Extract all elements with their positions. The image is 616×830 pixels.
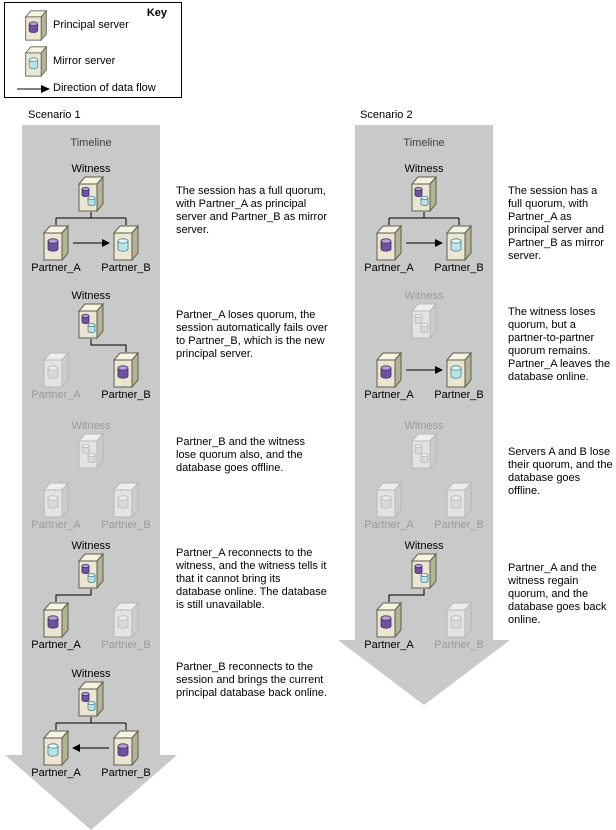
key-legend: Key Principal server Mirror server Direc… bbox=[4, 2, 182, 98]
partner-b-server-icon bbox=[111, 482, 141, 518]
key-item-label: Direction of data flow bbox=[53, 82, 156, 94]
partner-a-server-icon bbox=[41, 730, 71, 766]
witness-label: Witness bbox=[404, 540, 444, 552]
partner-b-server-icon bbox=[444, 225, 474, 261]
partner-a-label: Partner_A bbox=[364, 519, 414, 531]
witness-server-icon bbox=[76, 433, 106, 469]
partner-b-label: Partner_B bbox=[434, 639, 484, 651]
partner-b-server-icon bbox=[111, 602, 141, 638]
partner-b-server-icon bbox=[444, 482, 474, 518]
witness-server-icon bbox=[409, 176, 439, 212]
partner-a-server-icon bbox=[374, 352, 404, 388]
witness-server-icon bbox=[76, 553, 106, 589]
witness-label: Witness bbox=[404, 420, 444, 432]
stage-description: The session has a full quorum, with Part… bbox=[176, 185, 327, 236]
connector-lines bbox=[90, 339, 127, 352]
stage-description: The witness loses quorum, but a partner-… bbox=[508, 306, 611, 383]
key-item-label: Mirror server bbox=[53, 55, 116, 67]
connector-lines bbox=[406, 366, 443, 374]
scenario1-stage-1: Witness Partner_A Partner_B bbox=[21, 163, 161, 275]
partner-a-label: Partner_A bbox=[364, 262, 414, 274]
witness-server-icon bbox=[409, 433, 439, 469]
stage-description: Partner_A loses quorum, the session auto… bbox=[176, 309, 328, 360]
stage-description: Partner_B reconnects to the session and … bbox=[176, 661, 328, 699]
scenario2-stage-2: Witness Partner_A Partner_B bbox=[354, 290, 494, 402]
witness-label: Witness bbox=[71, 420, 111, 432]
witness-label: Witness bbox=[404, 163, 444, 175]
partner-a-server-icon bbox=[41, 482, 71, 518]
partner-b-label: Partner_B bbox=[101, 767, 151, 779]
partner-b-label: Partner_B bbox=[101, 639, 151, 651]
witness-server-icon bbox=[409, 303, 439, 339]
partner-a-label: Partner_A bbox=[364, 389, 414, 401]
scenario2-stage-1: Witness Partner_A Partner_B bbox=[354, 163, 494, 275]
partner-b-server-icon bbox=[111, 730, 141, 766]
connector-lines bbox=[55, 717, 127, 752]
witness-label: Witness bbox=[71, 668, 111, 680]
partner-b-server-icon bbox=[444, 602, 474, 638]
scenario2-timeline-arrow bbox=[338, 125, 510, 705]
partner-a-server-icon bbox=[41, 352, 71, 388]
stage-description: Partner_A reconnects to the witness, and… bbox=[176, 547, 327, 611]
stage-description: Partner_A and the witness regain quorum,… bbox=[508, 562, 607, 626]
partner-a-server-icon bbox=[374, 482, 404, 518]
witness-label: Witness bbox=[71, 540, 111, 552]
partner-a-server-icon bbox=[41, 602, 71, 638]
connector-lines bbox=[388, 589, 425, 602]
partner-b-label: Partner_B bbox=[101, 519, 151, 531]
witness-server-icon bbox=[76, 681, 106, 717]
scenario1-stage-5: Witness Partner_A Partner_B bbox=[21, 668, 161, 780]
partner-b-server-icon bbox=[111, 225, 141, 261]
principal-server-icon bbox=[23, 10, 49, 41]
data-flow-arrow-icon bbox=[17, 85, 50, 93]
witness-label: Witness bbox=[71, 163, 111, 175]
witness-label: Witness bbox=[71, 290, 111, 302]
partner-a-server-icon bbox=[374, 602, 404, 638]
partner-a-label: Partner_A bbox=[31, 639, 81, 651]
timeline-label: Timeline bbox=[70, 137, 112, 149]
witness-server-icon bbox=[409, 553, 439, 589]
scenario2-stage-3: Witness Partner_A Partner_B bbox=[354, 420, 494, 532]
partner-a-label: Partner_A bbox=[364, 639, 414, 651]
scenario1-stage-2: Witness Partner_A Partner_B bbox=[21, 290, 161, 402]
witness-server-icon bbox=[76, 176, 106, 212]
stage-description: Servers A and B lose their quorum, and t… bbox=[508, 446, 613, 497]
partner-b-label: Partner_B bbox=[101, 389, 151, 401]
connector-lines bbox=[55, 212, 127, 247]
connector-lines bbox=[388, 212, 460, 247]
partner-b-label: Partner_B bbox=[434, 519, 484, 531]
partner-b-label: Partner_B bbox=[434, 389, 484, 401]
partner-b-server-icon bbox=[444, 352, 474, 388]
partner-a-label: Partner_A bbox=[31, 262, 81, 274]
key-title: Key bbox=[146, 7, 167, 19]
scenario2-stage-4: Witness Partner_A Partner_B bbox=[354, 540, 494, 652]
partner-a-server-icon bbox=[374, 225, 404, 261]
partner-a-server-icon bbox=[41, 225, 71, 261]
connector-lines bbox=[55, 589, 92, 602]
timeline-label: Timeline bbox=[403, 137, 445, 149]
stage-description: Partner_B and the witness lose quorum al… bbox=[176, 436, 306, 474]
key-item-label: Principal server bbox=[53, 19, 129, 31]
mirror-server-icon bbox=[23, 46, 49, 77]
partner-b-label: Partner_B bbox=[101, 262, 151, 274]
scenario1-stage-4: Witness Partner_A Partner_B bbox=[21, 540, 161, 652]
partner-a-label: Partner_A bbox=[31, 767, 81, 779]
witness-server-icon bbox=[76, 303, 106, 339]
scenario1-stage-3: Witness Partner_A Partner_B bbox=[21, 420, 161, 532]
partner-b-label: Partner_B bbox=[434, 262, 484, 274]
partner-b-server-icon bbox=[111, 352, 141, 388]
partner-a-label: Partner_A bbox=[31, 389, 81, 401]
scenario1-title: Scenario 1 bbox=[28, 109, 81, 121]
witness-label: Witness bbox=[404, 290, 444, 302]
partner-a-label: Partner_A bbox=[31, 519, 81, 531]
scenario2-title: Scenario 2 bbox=[360, 109, 413, 121]
stage-description: The session has a full quorum, with Part… bbox=[508, 185, 604, 262]
